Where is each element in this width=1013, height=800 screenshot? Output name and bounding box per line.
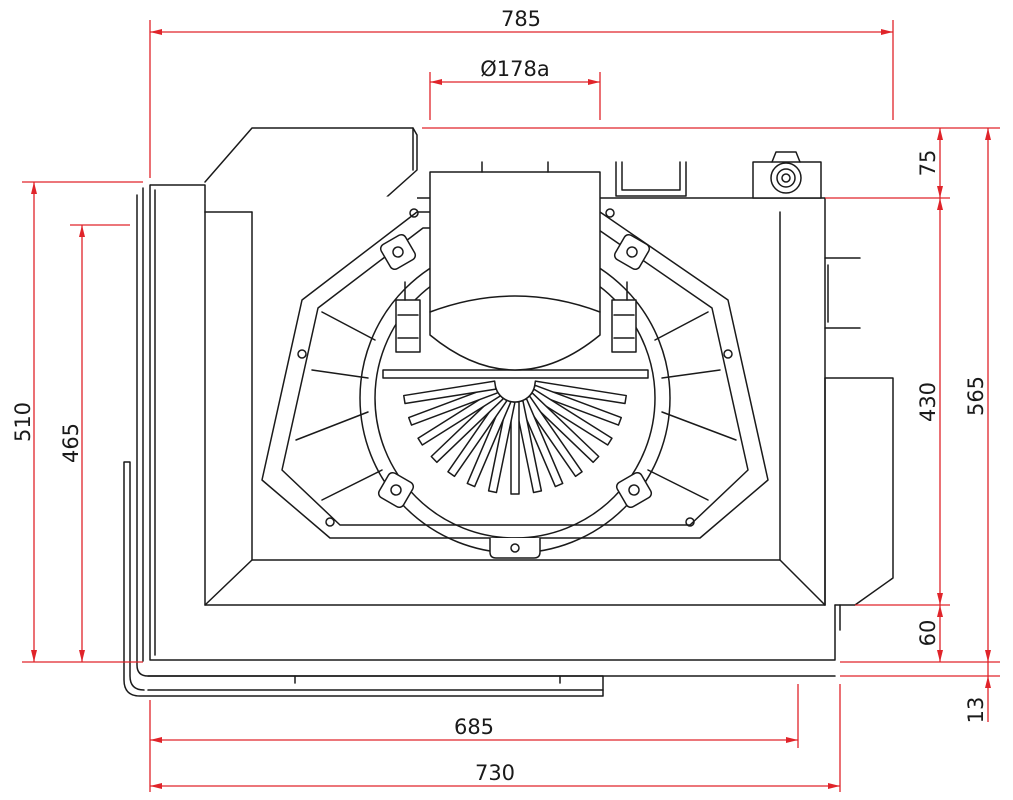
foot-bar bbox=[147, 675, 604, 691]
foot-bar-stubs bbox=[294, 675, 561, 684]
impeller-bar bbox=[382, 369, 649, 379]
dim-bottom-offset: 60 bbox=[916, 620, 940, 647]
side-clips bbox=[395, 281, 637, 353]
dim-inner-height: 430 bbox=[916, 382, 940, 422]
connector-bore bbox=[776, 168, 796, 188]
outlet-duct-curve bbox=[429, 295, 601, 313]
connector-nut bbox=[770, 162, 802, 194]
outlet-duct bbox=[429, 171, 601, 371]
dim-overall-width: 785 bbox=[501, 7, 541, 31]
connector-housing bbox=[752, 161, 822, 199]
dim-overall-height: 565 bbox=[964, 376, 988, 416]
inner-recess bbox=[251, 211, 781, 561]
recess-corner-br bbox=[779, 559, 826, 606]
recess-corner-bl bbox=[204, 559, 253, 606]
right-bracket bbox=[824, 257, 861, 329]
dim-base-width-inner: 685 bbox=[454, 715, 494, 739]
left-tab bbox=[123, 461, 604, 697]
fan-ring-tab-hole bbox=[510, 543, 520, 553]
dimension-labels: 785 Ø178a 75 430 565 60 13 510 465 685 7… bbox=[11, 7, 988, 785]
dim-base-offset: 13 bbox=[964, 697, 988, 724]
appliance-outline bbox=[123, 127, 894, 697]
top-bracket bbox=[615, 161, 687, 197]
dim-base-width: 730 bbox=[475, 761, 515, 785]
housing-spokes bbox=[295, 311, 737, 501]
connector-cap bbox=[771, 151, 801, 163]
outlet-duct-pins bbox=[481, 161, 549, 173]
dim-top-offset: 75 bbox=[916, 150, 940, 177]
impeller-fin bbox=[403, 380, 497, 405]
dim-outlet-diameter: Ø178a bbox=[480, 57, 549, 81]
dim-left-inner-height: 465 bbox=[59, 423, 83, 463]
fan-ring-tab bbox=[489, 538, 541, 559]
right-side-box bbox=[824, 377, 894, 606]
outer-frame bbox=[149, 184, 836, 661]
connector-center bbox=[781, 173, 791, 183]
housing-bolt-holes bbox=[297, 208, 733, 527]
impeller-fins bbox=[403, 380, 627, 495]
mounting-lugs bbox=[377, 233, 653, 509]
dimension-lines bbox=[22, 20, 1000, 792]
dim-left-height: 510 bbox=[11, 402, 35, 442]
